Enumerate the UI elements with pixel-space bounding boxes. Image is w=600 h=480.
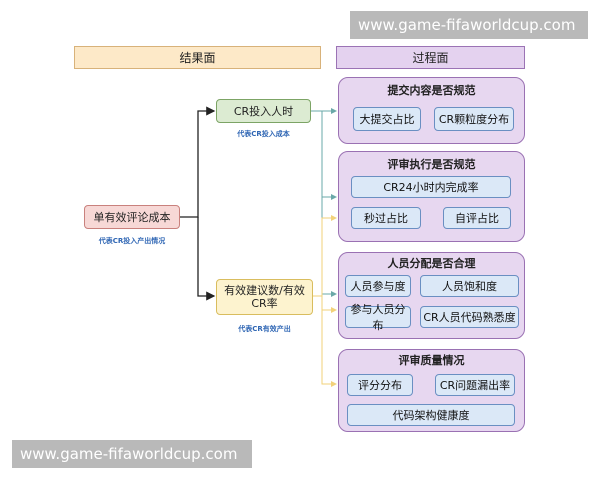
metric-staff-saturation: 人员饱和度 [420,275,519,297]
metric-participant-distribution: 参与人员分布 [345,303,411,332]
group-title: 评审质量情况 [398,354,465,367]
metric-instant-pass-ratio: 秒过占比 [351,207,421,229]
group-review-quality: 评审质量情况 评分分布 CR问题漏出率 代码架构健康度 [338,349,525,432]
input-to-group3-line [321,197,337,297]
metric-cr-issue-leak-rate: CR问题漏出率 [435,374,515,396]
output-note: 代表CR有效产出 [238,325,291,333]
metric-self-review-ratio: 自评占比 [443,207,511,229]
root-to-output-line [197,217,216,301]
root-to-input-line [180,106,216,218]
header-result: 结果面 [74,46,321,69]
group-review-execution: 评审执行是否规范 CR24小时内完成率 秒过占比 自评占比 [338,151,525,242]
group-submit-standard: 提交内容是否规范 大提交占比 CR颗粒度分布 [338,77,525,144]
root-node: 单有效评论成本 [84,205,180,229]
header-process: 过程面 [336,46,525,69]
group-title: 人员分配是否合理 [387,257,476,270]
output-to-group3-line [321,296,337,313]
group-staff-allocation: 人员分配是否合理 人员参与度 人员饱和度 参与人员分布 CR人员代码熟悉度 [338,252,525,339]
watermark-top: www.game-fifaworldcup.com [350,11,588,39]
output-to-group4-line [321,310,337,387]
group-title: 评审执行是否规范 [387,158,476,171]
metric-code-familiarity: CR人员代码熟悉度 [420,306,519,328]
metric-large-commit-ratio: 大提交占比 [353,107,421,131]
output-node: 有效建议数/有效CR率 [216,279,313,315]
output-to-group2-line [313,215,337,297]
metric-cr-granularity: CR颗粒度分布 [434,107,514,131]
metric-code-architecture-health: 代码架构健康度 [347,404,515,426]
group-title: 提交内容是否规范 [387,84,476,97]
input-to-group2-line [321,111,337,200]
metric-staff-participation: 人员参与度 [345,275,411,297]
metric-cr-24h-completion: CR24小时内完成率 [351,176,511,198]
metric-score-distribution: 评分分布 [347,374,413,396]
root-note: 代表CR投入产出情况 [98,237,166,245]
watermark-bottom: www.game-fifaworldcup.com [12,440,252,468]
input-node: CR投入人时 [216,99,311,123]
input-note: 代表CR投入成本 [237,130,290,138]
